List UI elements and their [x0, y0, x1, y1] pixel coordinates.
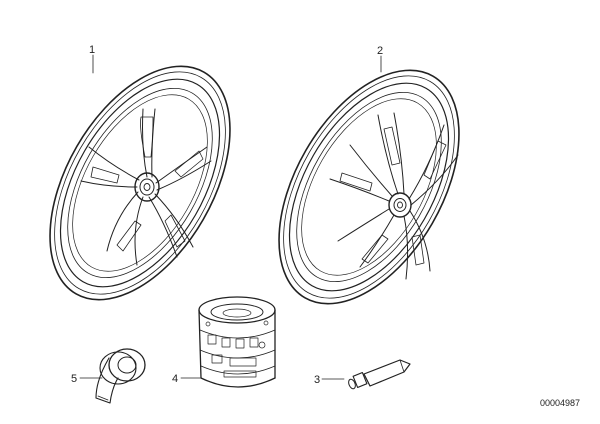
callout-3: 3 [314, 374, 320, 386]
callout-5: 5 [71, 373, 77, 385]
callout-4: 4 [172, 373, 178, 385]
drawing-code: 00004987 [540, 398, 580, 408]
can-drawing [198, 296, 276, 388]
wheel-2-drawing [278, 69, 460, 305]
tube-drawing [348, 359, 411, 390]
leader-lines [79, 54, 382, 380]
tape-roll-drawing [95, 348, 146, 404]
wheel-1-drawing [49, 65, 231, 301]
callout-1: 1 [89, 44, 95, 56]
callout-2: 2 [377, 45, 383, 57]
